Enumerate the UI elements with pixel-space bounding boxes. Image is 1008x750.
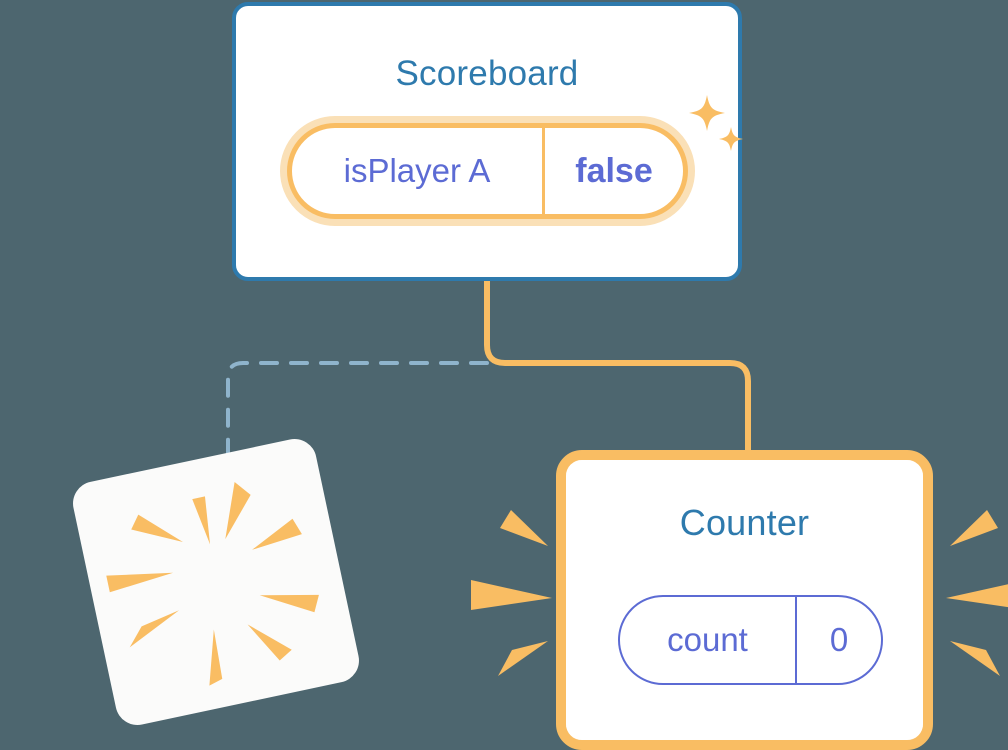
pill-highlight-glow xyxy=(280,116,695,226)
pill-value-label: 0 xyxy=(829,621,849,658)
ray xyxy=(129,610,180,648)
counter-title: Counter xyxy=(679,502,810,543)
scoreboard-card[interactable]: Scoreboard isPlayer A false xyxy=(232,2,743,281)
dashed-connector xyxy=(226,361,489,502)
ray xyxy=(209,629,223,686)
ray xyxy=(106,572,174,593)
ray xyxy=(225,481,251,540)
radial-burst xyxy=(106,481,319,686)
pill-divider xyxy=(795,597,797,683)
counter-card[interactable]: Counter count 0 xyxy=(556,450,933,750)
pill-body: isPlayer A false xyxy=(287,123,688,219)
ray xyxy=(247,624,292,661)
pill-key-label: count xyxy=(667,621,748,658)
counter-state-pill[interactable]: count 0 xyxy=(618,595,883,685)
pill-value-label: false xyxy=(575,151,653,190)
solid-connector xyxy=(484,281,751,470)
ray xyxy=(252,518,302,550)
scoreboard-title: Scoreboard xyxy=(395,54,579,93)
pill-key-label: isPlayer A xyxy=(343,152,491,189)
rotated-sparkle-card xyxy=(68,434,364,730)
scoreboard-state-pill[interactable]: isPlayer A false xyxy=(280,116,695,226)
sparkle-small xyxy=(719,127,743,151)
ray xyxy=(192,496,211,545)
pill-divider xyxy=(542,128,545,214)
counter-card-surface: Counter count 0 xyxy=(566,460,923,740)
ray xyxy=(259,594,319,613)
ray xyxy=(131,514,183,542)
